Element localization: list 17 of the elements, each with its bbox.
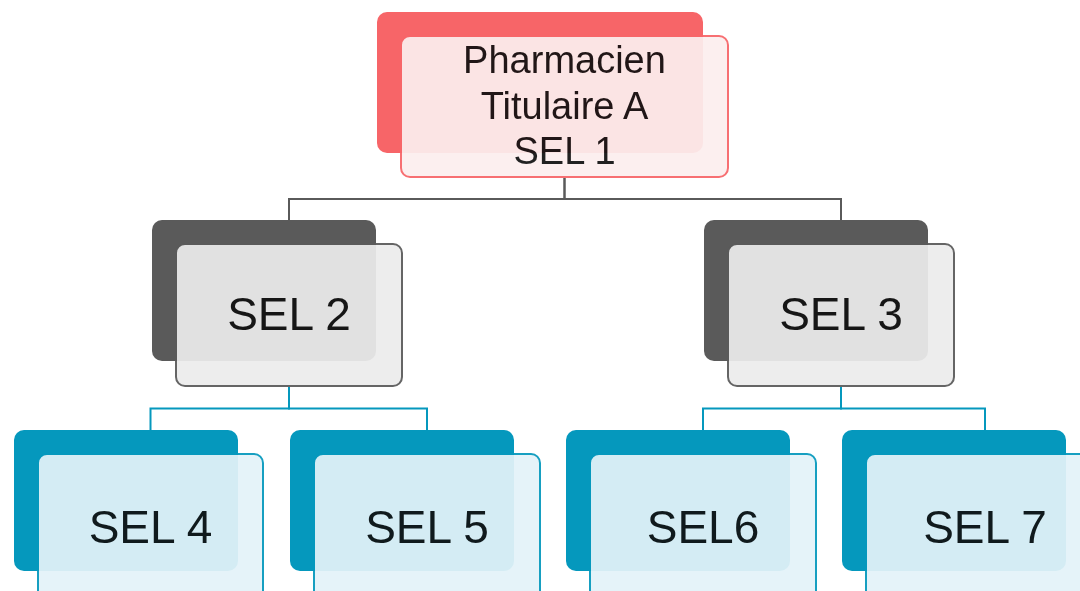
layered-box: [152, 220, 403, 387]
layered-box: [377, 12, 729, 178]
connector-line: [563, 177, 842, 221]
node-label: Pharmacien Titulaire A SEL 1: [462, 38, 667, 175]
node-label: SEL 5: [364, 500, 490, 556]
node-label: SEL 2: [226, 287, 352, 343]
layered-box: [704, 220, 955, 387]
layered-box: [566, 430, 817, 591]
layered-box: [290, 430, 541, 591]
layered-box: [14, 430, 264, 591]
layered-box: [842, 430, 1080, 591]
connector-line: [288, 386, 428, 431]
node-label: SEL 4: [87, 500, 214, 556]
node-label: SEL6: [645, 500, 761, 556]
node-label: SEL 7: [922, 500, 1048, 556]
connector-line: [840, 386, 986, 431]
node-label: SEL 3: [778, 287, 904, 343]
